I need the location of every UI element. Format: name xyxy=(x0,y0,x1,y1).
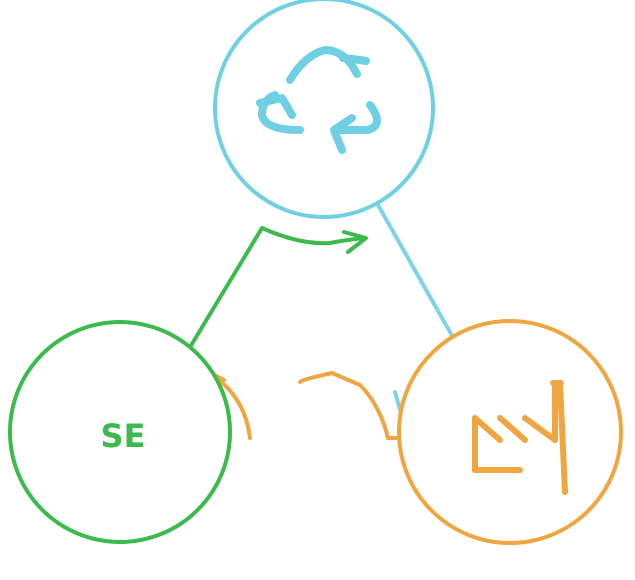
recycle-icon xyxy=(256,46,381,154)
se-label: SE xyxy=(101,417,146,455)
node-se: SE xyxy=(8,320,232,544)
arrow-se-to-recycle xyxy=(173,226,368,374)
node-recycle xyxy=(213,0,435,219)
factory-icon xyxy=(472,380,568,495)
node-industry xyxy=(397,319,623,545)
